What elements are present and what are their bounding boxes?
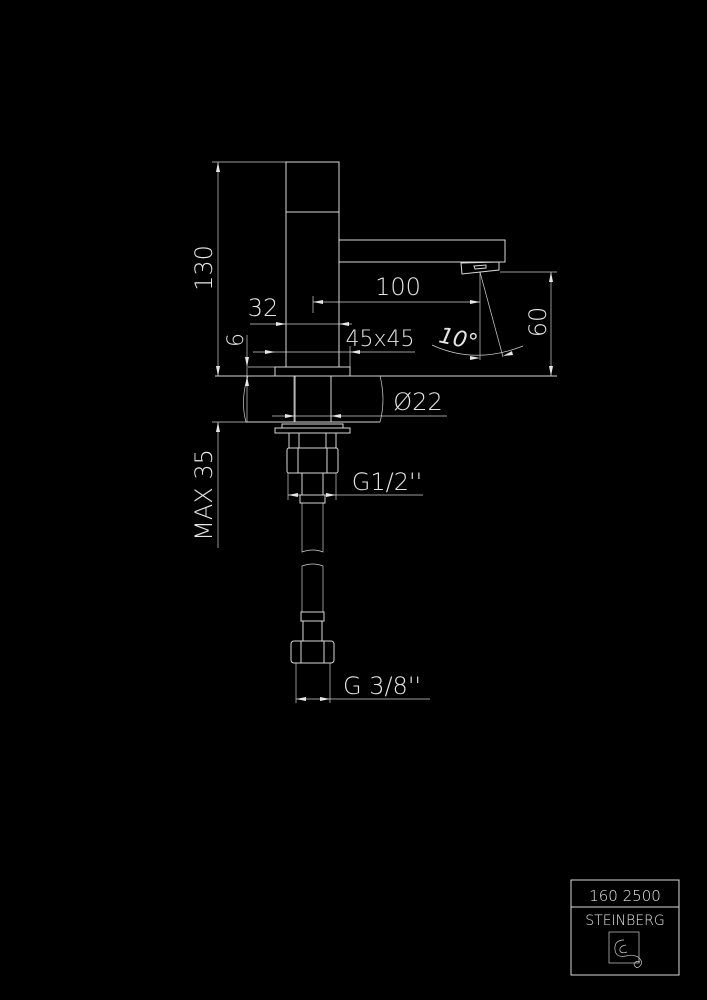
dim-body-width: 32 bbox=[248, 294, 279, 322]
dimension-lines bbox=[212, 161, 557, 703]
dim-spout-height: 60 bbox=[524, 307, 552, 338]
dim-max-counter: MAX 35 bbox=[190, 449, 218, 541]
dim-spout-reach: 100 bbox=[375, 273, 421, 301]
brand-name: STEINBERG bbox=[585, 913, 664, 929]
dim-hole-diameter: Ø22 bbox=[393, 388, 442, 416]
dim-spout-angle: 10° bbox=[437, 323, 480, 356]
faucet-body bbox=[274, 161, 506, 377]
countertop-section bbox=[215, 375, 557, 434]
product-code: 160 2500 bbox=[589, 887, 661, 905]
dim-hose-thread: G 3/8'' bbox=[343, 672, 421, 700]
supply-hose bbox=[286, 432, 339, 664]
dim-plate-thickness: 6 bbox=[224, 333, 249, 347]
dim-inlet-thread: G1/2'' bbox=[352, 468, 422, 496]
brand-logo-icon bbox=[608, 931, 642, 968]
dim-height-total: 130 bbox=[190, 245, 218, 291]
dim-base-size: 45x45 bbox=[345, 327, 414, 352]
title-block: 160 2500 STEINBERG bbox=[570, 879, 680, 976]
